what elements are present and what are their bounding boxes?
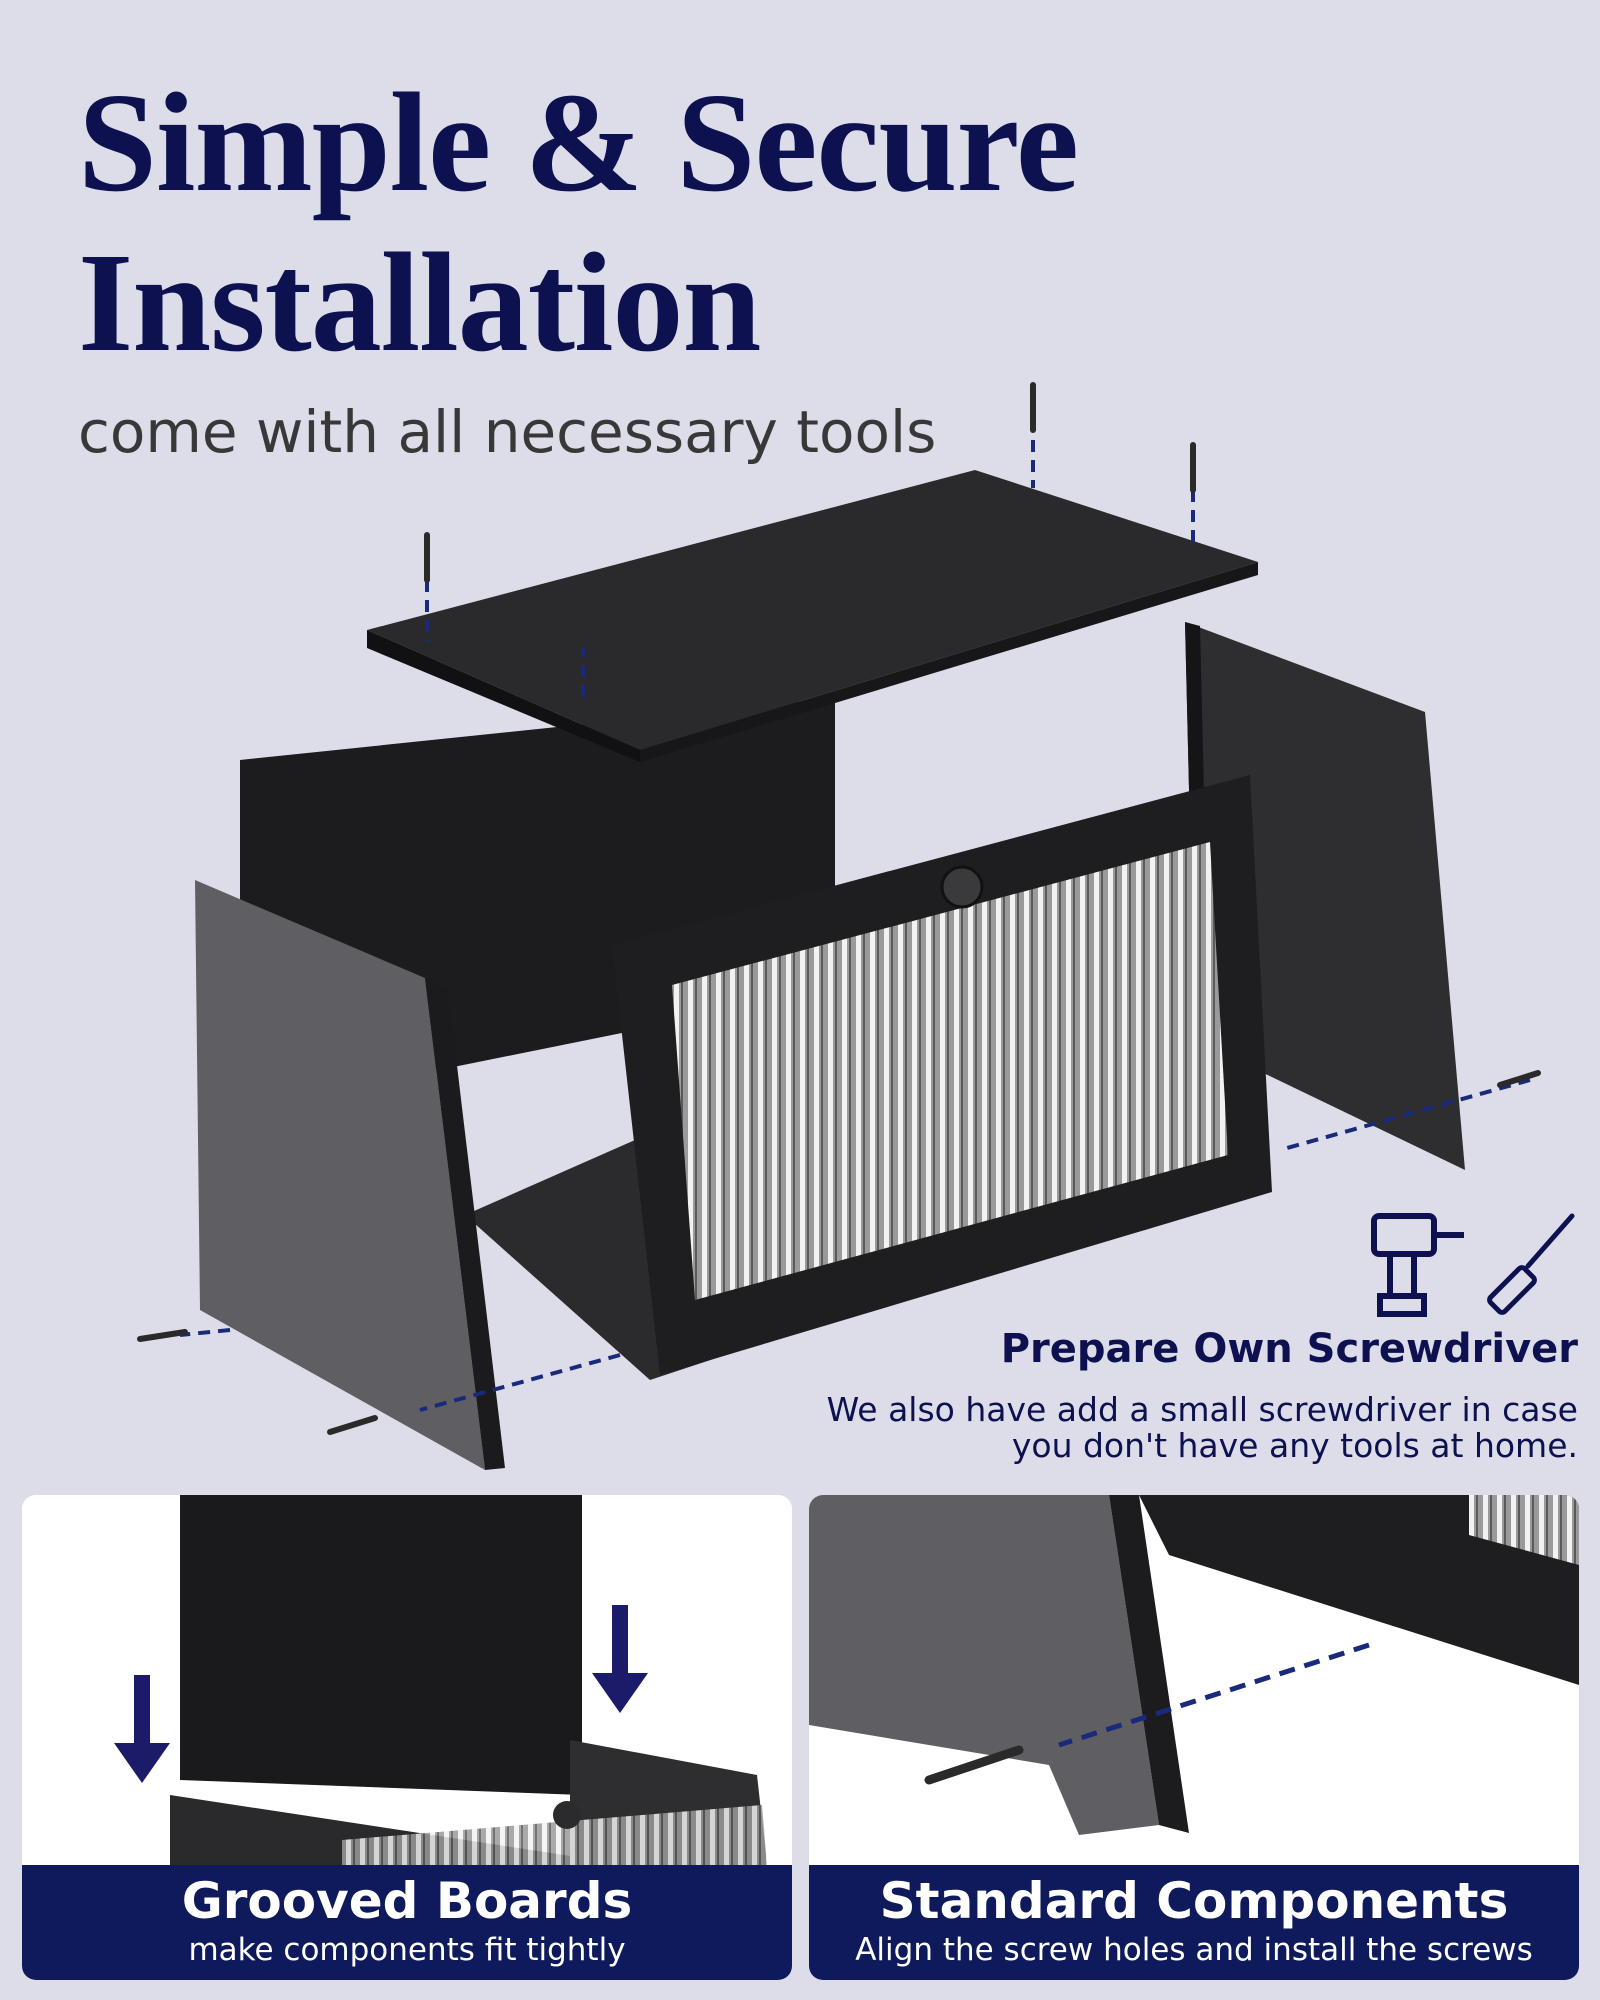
tools-note-line-1: We also have add a small screwdriver in … — [826, 1390, 1578, 1429]
reeded-glass — [672, 842, 1228, 1300]
door-knob — [940, 865, 984, 909]
grooved-boards-illustration — [22, 1495, 792, 1865]
panel-title: Standard Components — [879, 1872, 1509, 1930]
tools-note-title: Prepare Own Screwdriver — [1000, 1326, 1578, 1372]
left-side-panel — [195, 880, 485, 1470]
panel-subtitle: make components fit tightly — [188, 1932, 626, 1968]
tools-note-line-2: you don't have any tools at home. — [1011, 1426, 1578, 1465]
exploded-cabinet-illustration — [137, 382, 1541, 1470]
panel-title: Grooved Boards — [181, 1872, 633, 1930]
screwdriver-icon — [1487, 1213, 1575, 1315]
tools-icon-group — [1371, 1213, 1575, 1317]
panel-subtitle: Align the screw holes and install the sc… — [855, 1932, 1533, 1968]
down-arrow-icon — [114, 1675, 170, 1783]
grooved-boards-panel: Grooved Boards make components fit tight… — [22, 1495, 792, 1980]
down-arrow-icon — [592, 1605, 648, 1713]
screw — [924, 1745, 1024, 1785]
standard-components-panel: Standard Components Align the screw hole… — [809, 1495, 1579, 1980]
standard-components-illustration — [809, 1495, 1579, 1865]
power-drill-icon — [1371, 1213, 1464, 1317]
page-subtitle: come with all necessary tools — [78, 398, 937, 466]
screws — [137, 382, 1541, 1435]
top-board — [367, 470, 1258, 750]
side-panel — [809, 1495, 1159, 1835]
screw-guides — [179, 400, 1531, 1412]
standard-components-caption: Standard Components Align the screw hole… — [809, 1865, 1579, 1980]
title-line-2: Installation — [78, 223, 761, 381]
back-board — [180, 1495, 582, 1795]
screw-guide — [1058, 1642, 1370, 1748]
grooved-boards-caption: Grooved Boards make components fit tight… — [22, 1865, 792, 1980]
tools-note-description: We also have add a small screwdriver in … — [678, 1392, 1578, 1464]
title-line-1: Simple & Secure — [78, 63, 1079, 221]
